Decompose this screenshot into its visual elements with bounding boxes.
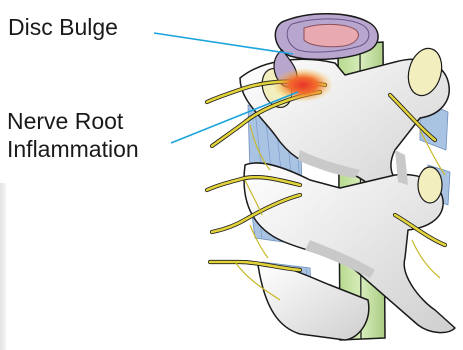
label-nerve-root-line2: Inflammation [7,135,197,163]
label-nerve-root-inflammation: Nerve Root Inflammation [7,107,197,163]
nerve-inflammation [273,68,333,102]
leader-disc-bulge [154,33,293,54]
label-nerve-root-line1: Nerve Root [7,107,197,135]
label-disc-bulge: Disc Bulge [8,13,118,41]
